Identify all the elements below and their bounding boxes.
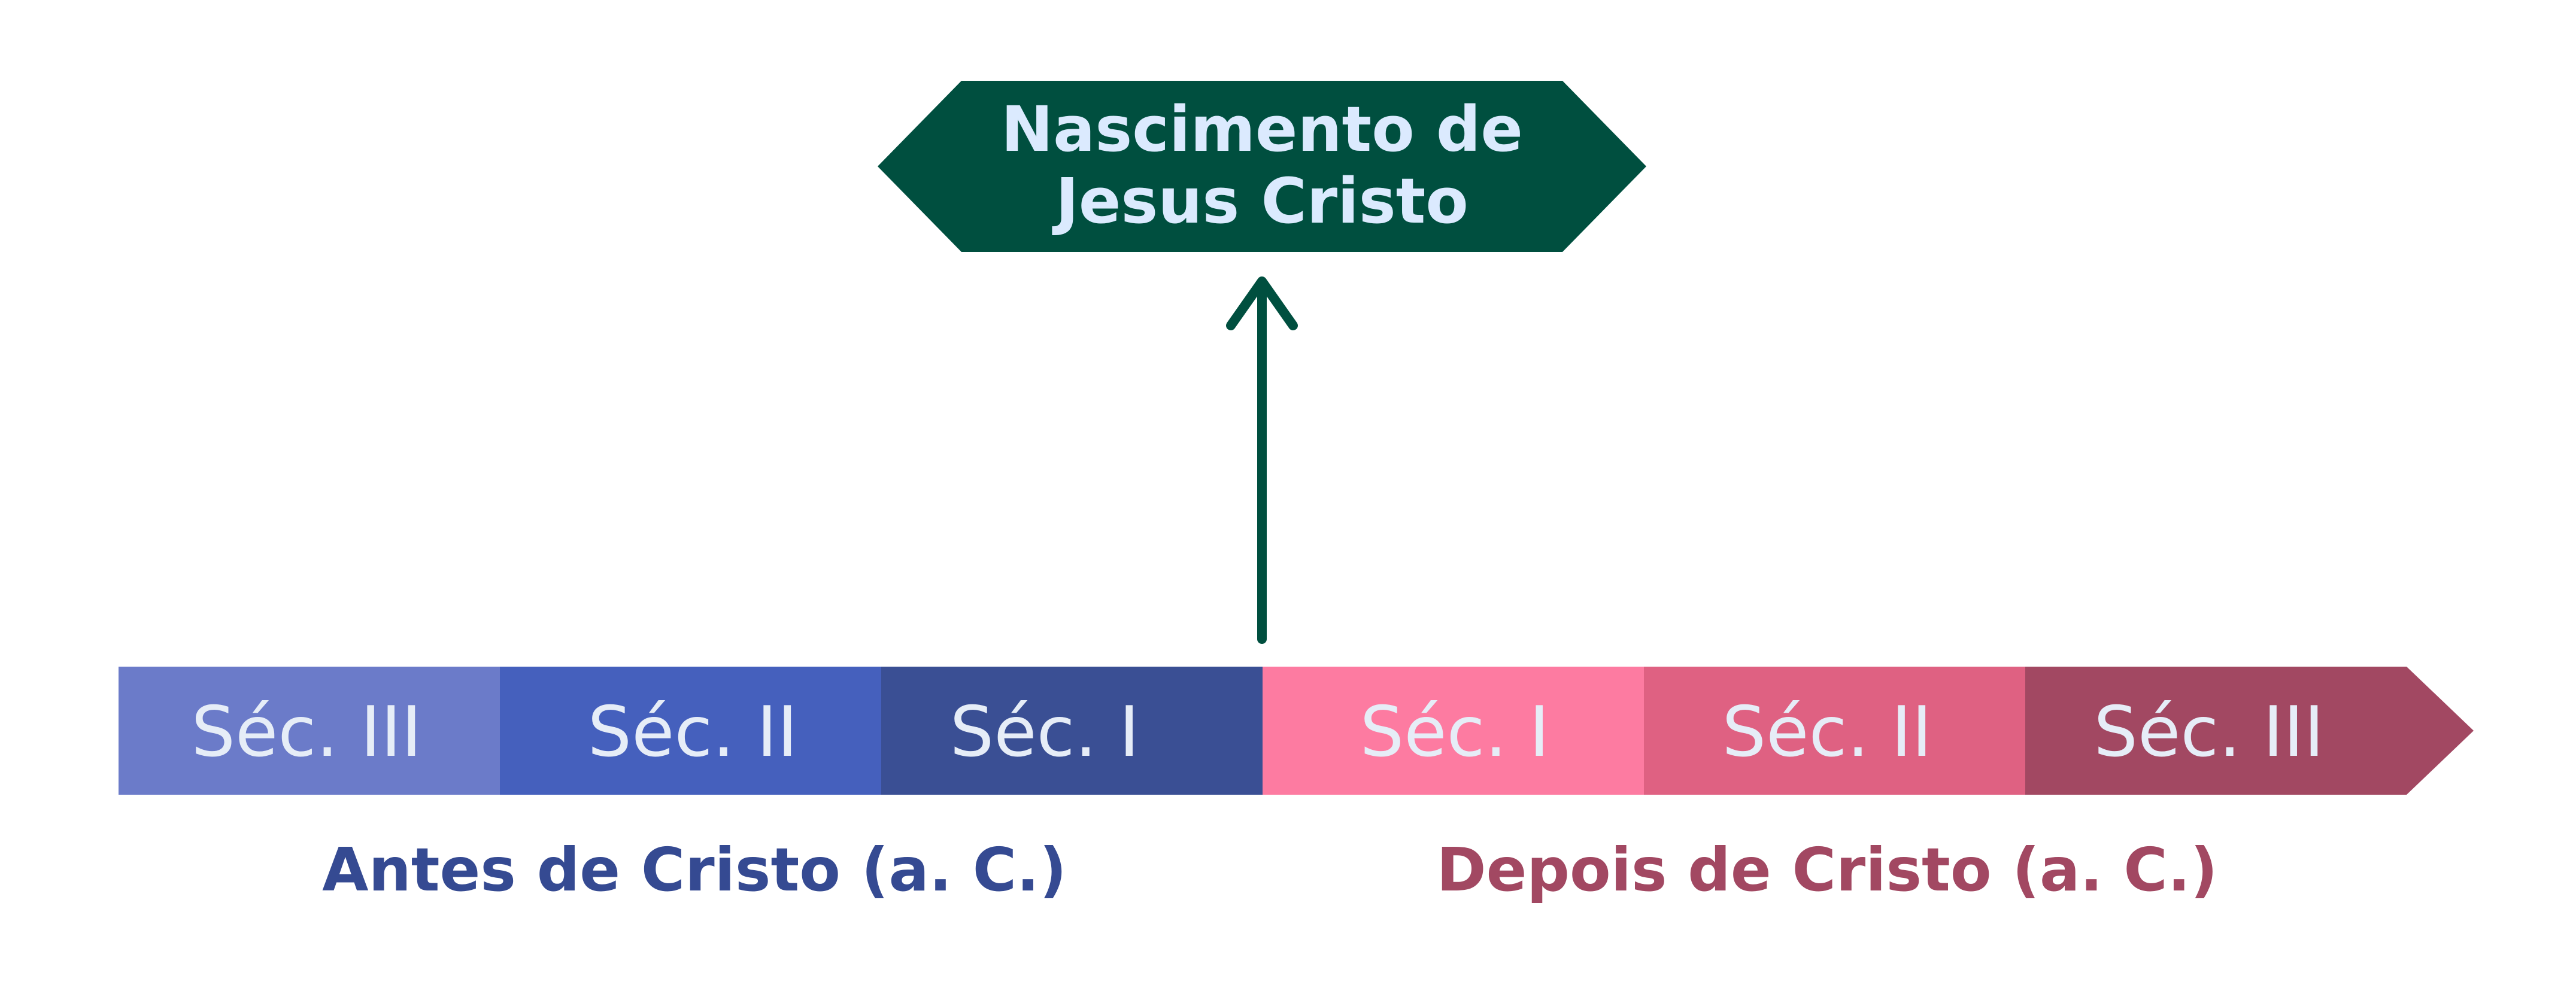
timeline-bar: Séc. III Séc. II Séc. I Séc. I Séc. II S… <box>119 667 2474 795</box>
segment-bc-3 <box>119 667 500 795</box>
segment-ad-1-label: Séc. I <box>1360 692 1550 773</box>
segment-bc-1 <box>881 667 1263 795</box>
segment-ad-2-label: Séc. II <box>1722 692 1932 773</box>
segment-bc-2 <box>500 667 882 795</box>
segment-bc-2-label: Séc. II <box>588 692 798 773</box>
segment-bc-3-label: Séc. III <box>191 692 421 773</box>
era-before-label: Antes de Cristo (a. C.) <box>322 835 1067 905</box>
segment-ad-3-label: Séc. III <box>2093 692 2324 773</box>
birth-event-banner: Nascimento de Jesus Cristo <box>878 81 1646 252</box>
segment-ad-3 <box>2025 667 2407 795</box>
birth-event-line1: Nascimento de <box>1001 93 1523 166</box>
arrow-head <box>1226 276 1298 330</box>
segment-ad-1 <box>1263 667 1644 795</box>
up-arrow-icon <box>1226 276 1298 644</box>
birth-event-shape <box>878 81 1646 252</box>
birth-event-line2: Jesus Cristo <box>1052 165 1468 238</box>
segment-ad-2 <box>1644 667 2026 795</box>
timeline-arrowhead <box>2407 667 2474 795</box>
segment-bc-1-label: Séc. I <box>950 692 1140 773</box>
era-after-label: Depois de Cristo (a. C.) <box>1437 835 2218 905</box>
